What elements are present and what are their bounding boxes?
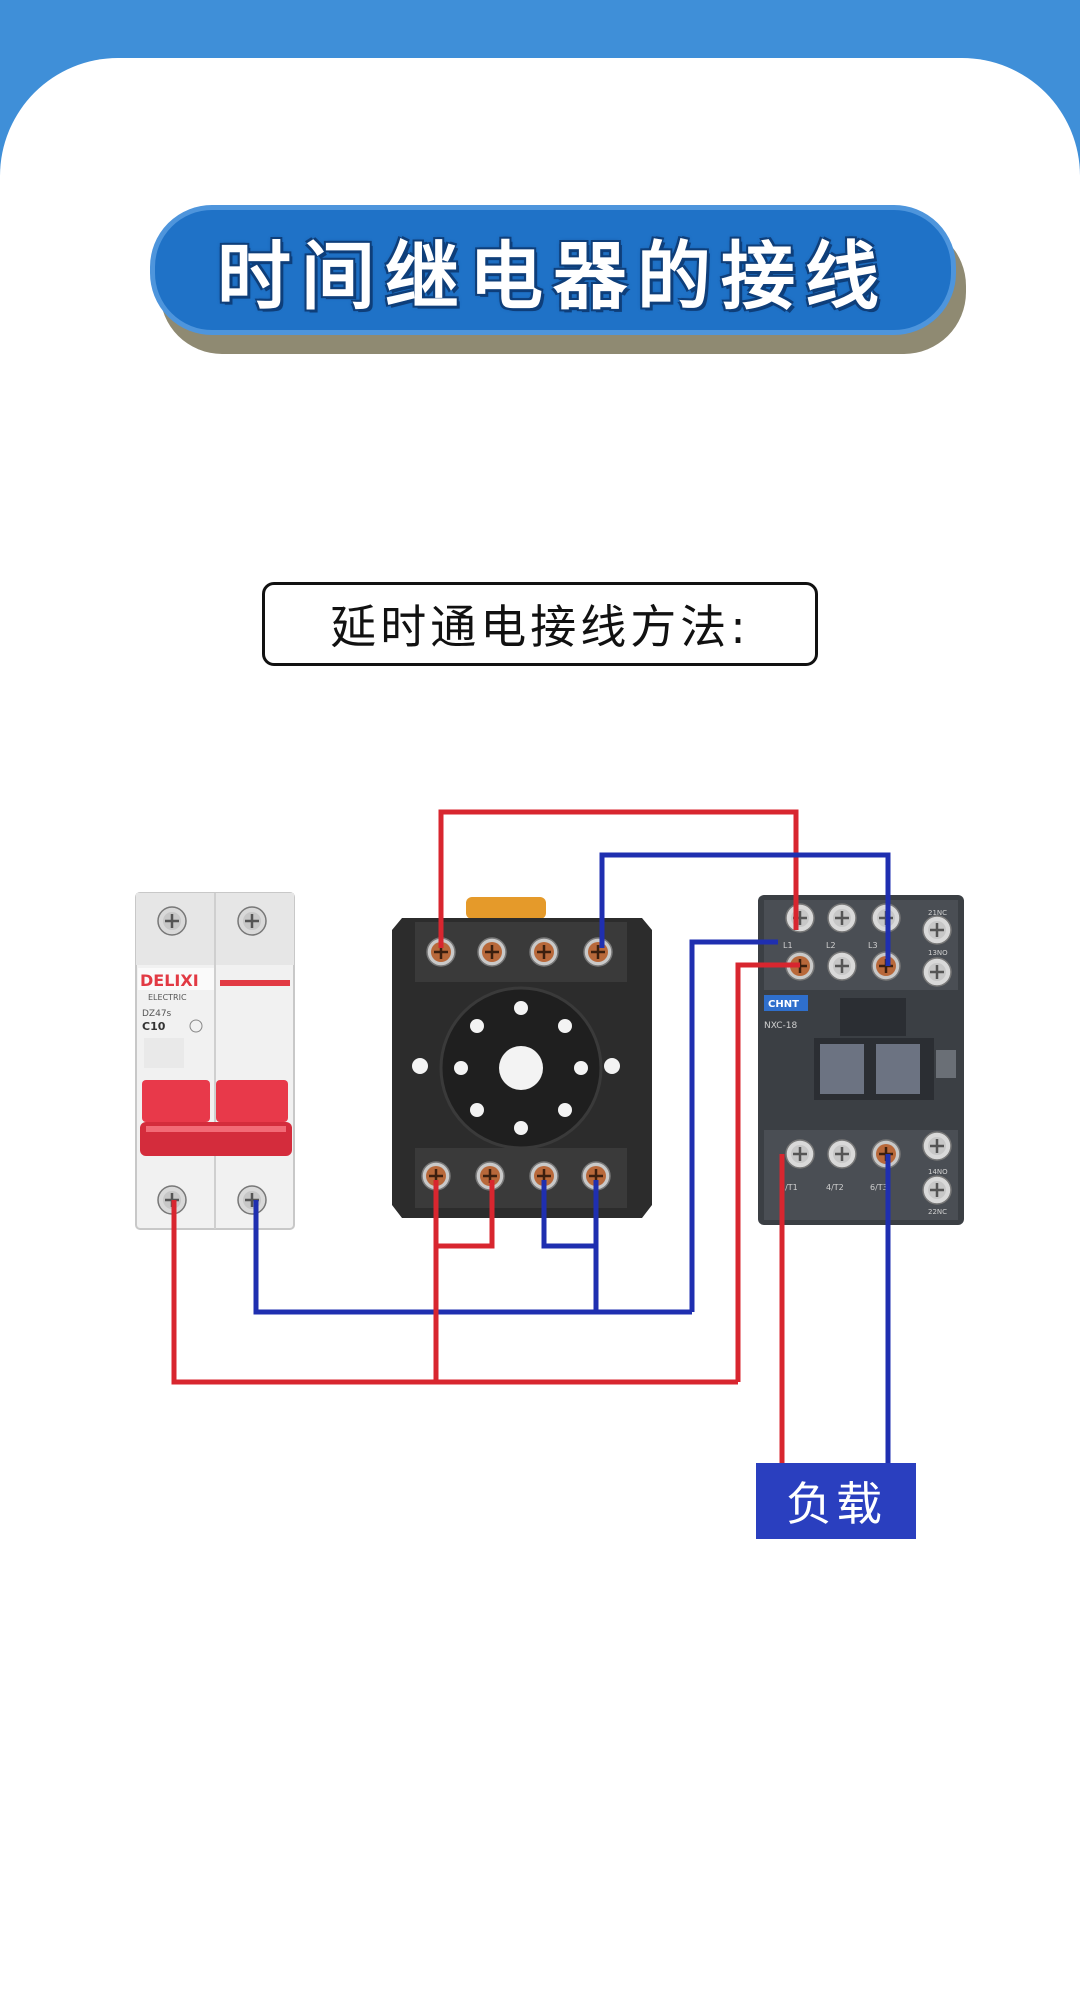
contactor-aux-screw-2	[921, 956, 953, 988]
wire-red-relay-bridge	[433, 1180, 495, 1249]
breaker-brand: DELIXI	[140, 971, 199, 990]
contactor-label-L1: L1	[783, 941, 793, 950]
wire-blue-neutral-bus	[253, 1200, 692, 1315]
load-box: 负载	[756, 1463, 916, 1539]
relay-top-terminal-3	[528, 936, 560, 968]
wire-red-live-bus	[171, 1200, 738, 1385]
contactor-brand: CHNT	[768, 999, 799, 1010]
contactor-brand-badge	[764, 995, 808, 1011]
breaker-top-screw-1	[156, 905, 188, 937]
wire-blue-relay-to-contactor	[599, 852, 891, 966]
contactor-label-T2: 4/T2	[826, 1183, 844, 1192]
title-banner: 时间继电器的接线	[150, 205, 956, 335]
breaker-red-stripe	[220, 980, 290, 986]
breaker-rating: C10	[142, 1020, 166, 1033]
contactor-aux-top2-label: 13NO	[928, 949, 948, 957]
breaker-model: DZ47s	[142, 1009, 172, 1019]
wire-blue-contactor-coil-feed	[689, 939, 778, 1312]
contactor-armature-right	[876, 1044, 920, 1094]
contactor-label-T3: 6/T3	[870, 1183, 888, 1192]
contactor-model: NXC-18	[764, 1021, 798, 1031]
load-label: 负载	[786, 1477, 886, 1531]
contactor-label-L3: L3	[868, 941, 878, 950]
contactor-label-T1: 2/T1	[780, 1183, 798, 1192]
breaker-brand-sub: ELECTRIC	[148, 993, 187, 1002]
contactor: 21NC 13NO L1 L2 L3 CHNT NXC-18 2/T1 4/T2…	[758, 895, 964, 1225]
contactor-label-L2: L2	[826, 941, 836, 950]
relay-top-terminal-2	[476, 936, 508, 968]
contactor-aux-bottom-label: 22NC	[928, 1208, 947, 1216]
contactor-top-screw-1	[784, 902, 816, 934]
wire-blue-relay-bridge	[541, 1180, 599, 1249]
subtitle: 延时通电接线方法:	[330, 600, 750, 654]
breaker-top-screw-2	[236, 905, 268, 937]
contactor-aux-bottom2-label: 14NO	[928, 1168, 948, 1176]
contactor-aux-bottom-screw-1	[921, 1130, 953, 1162]
subtitle-box: 延时通电接线方法:	[262, 582, 818, 666]
page-title: 时间继电器的接线	[217, 233, 889, 320]
breaker-handle-1	[142, 1080, 210, 1122]
contactor-terminal-L2	[826, 950, 858, 982]
relay-latch	[466, 897, 546, 919]
contactor-aux-top-label: 21NC	[928, 909, 947, 917]
contactor-bottom-screw-2	[826, 1138, 858, 1170]
relay-top-terminal-4	[582, 936, 614, 968]
breaker-handle-2	[216, 1080, 288, 1122]
contactor-top-screw-2	[826, 902, 858, 934]
breaker-bottom-screw-2	[236, 1184, 268, 1216]
wire-red-relay-to-contactor-coil	[438, 809, 799, 948]
circuit-breaker: DELIXI ELECTRIC DZ47s C10	[135, 892, 295, 1230]
wire-red-contactor-feed	[735, 962, 800, 1382]
contactor-armature-left	[820, 1044, 864, 1094]
contactor-bottom-screw-1	[784, 1138, 816, 1170]
contactor-aux-screw-1	[921, 914, 953, 946]
relay-socket	[392, 897, 652, 1218]
contactor-aux-bottom-screw-2	[921, 1174, 953, 1206]
